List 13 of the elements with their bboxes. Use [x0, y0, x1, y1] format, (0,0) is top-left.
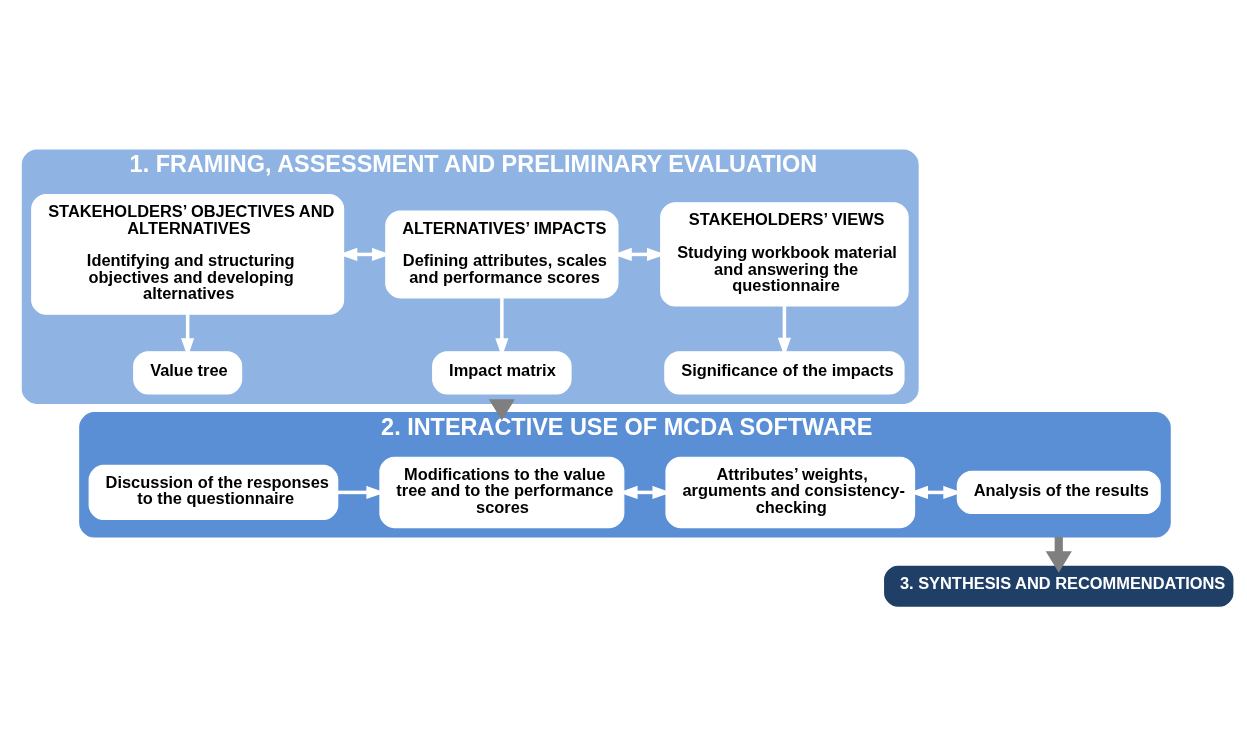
node-box: Impact matrix — [432, 350, 572, 394]
arrow — [488, 398, 515, 421]
node-box: STAKEHOLDERS’ VIEWS Studying workbook material and answering the questionnaire — [660, 201, 909, 307]
node-box: ALTERNATIVES’ IMPACTS Defining attributes, scales and performance scores — [385, 209, 619, 298]
node-box: Attributes’ weights, arguments and consistency-checking — [665, 456, 916, 528]
arrow — [1045, 536, 1072, 573]
node-box: STAKEHOLDERS’ OBJECTIVES AND ALTERNATIVES Identifying and structuring objectives and developing alternatives — [31, 193, 345, 315]
node-box: Value tree — [133, 350, 243, 394]
node-box: Analysis of the results — [956, 470, 1161, 514]
node-box: Significance of the impacts — [664, 350, 905, 394]
node-box: Modifications to the value tree and to the performance scores — [379, 456, 625, 528]
node-box: Discussion of the responses to the questionnaire — [88, 464, 339, 520]
node-box: 3. SYNTHESIS AND RECOMMENDATIONS — [882, 564, 1235, 608]
